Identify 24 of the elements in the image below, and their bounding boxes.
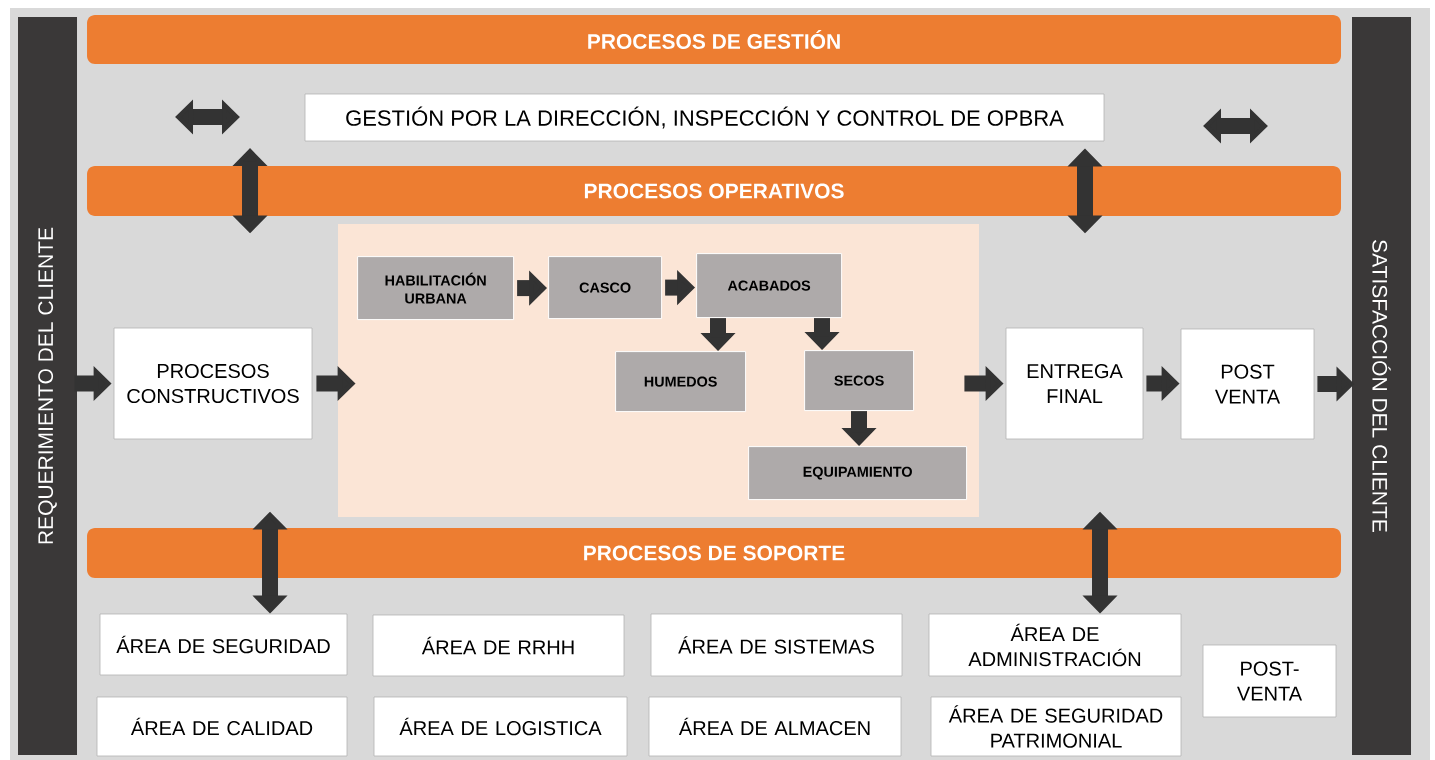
stage-box: EQUIPAMIENTO	[748, 446, 968, 501]
process-box: ÁREA DE SEGURIDAD	[99, 613, 348, 676]
stage-box: SECOS	[804, 350, 915, 412]
process-box: ÁREA DE LOGISTICA	[373, 696, 628, 757]
process-box: PROCESOS CONSTRUCTIVOS	[113, 327, 313, 440]
side-bar: SATISFACCIÓN DEL CLIENTE	[1352, 17, 1411, 755]
process-box: ÁREA DE SISTEMAS	[650, 613, 903, 677]
process-box: POST VENTA	[1180, 328, 1315, 440]
stage-box: HABILITACIÓN URBANA	[357, 256, 515, 321]
process-box: ÁREA DE ADMINISTRACIÓN	[928, 613, 1182, 677]
process-band: PROCESOS DE GESTIÓN	[87, 15, 1341, 64]
process-band: PROCESOS OPERATIVOS	[87, 166, 1341, 216]
process-box: GESTIÓN POR LA DIRECCIÓN, INSPECCIÓN Y CONTROL DE OPBRA	[304, 93, 1105, 142]
stage-box: HUMEDOS	[615, 351, 747, 413]
process-box: ÁREA DE CALIDAD	[96, 696, 348, 757]
side-bar: REQUERIMIENTO DEL CLIENTE	[18, 17, 77, 755]
process-box: ENTREGA FINAL	[1005, 327, 1144, 440]
process-box: POST- VENTA	[1202, 644, 1337, 718]
process-box: ÁREA DE SEGURIDAD PATRIMONIAL	[930, 696, 1182, 757]
stage-box: CASCO	[548, 256, 663, 320]
stage-box: ACABADOS	[696, 253, 843, 319]
process-box: ÁREA DE RRHH	[372, 614, 625, 677]
process-band: PROCESOS DE SOPORTE	[87, 528, 1341, 578]
process-box: ÁREA DE ALMACEN	[648, 696, 902, 757]
